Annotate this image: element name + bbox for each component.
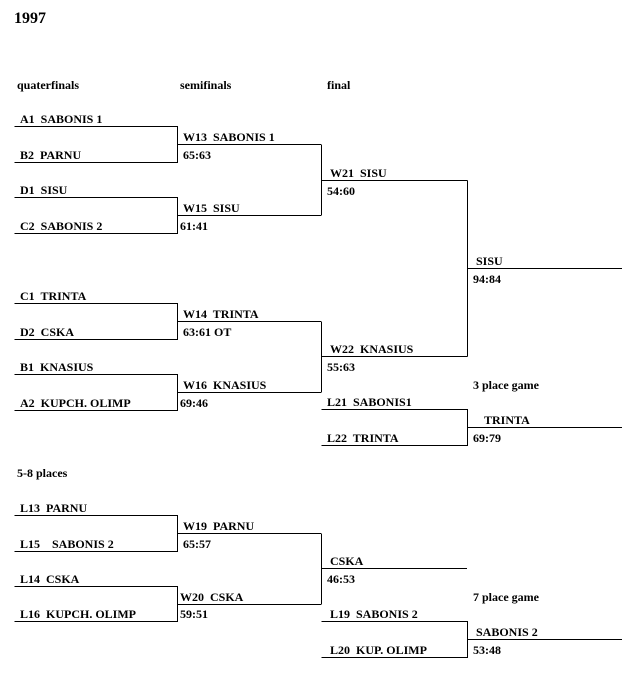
semifinal-w13-team: W13 SABONIS 1	[183, 130, 275, 144]
semifinal-w16-team: W16 KNASIUS	[183, 378, 267, 392]
semifinal-w15-score: 61:41	[180, 219, 208, 233]
header-semifinals: semifinals	[180, 78, 232, 92]
page-title: 1997	[14, 10, 46, 27]
team-d2: D2 CSKA	[20, 325, 75, 339]
places-w19-score: 65:57	[183, 537, 211, 551]
seventh-l20: L20 KUP. OLIMP	[330, 643, 427, 657]
header-seventh-place: 7 place game	[473, 590, 539, 604]
semifinal-w14-team: W14 TRINTA	[183, 307, 259, 321]
team-l13: L13 PARNU	[20, 501, 88, 515]
places-w20-team: W20 CSKA	[180, 590, 244, 604]
places-w19-team: W19 PARNU	[183, 519, 255, 533]
header-third-place: 3 place game	[473, 378, 539, 392]
final-w21-team: W21 SISU	[330, 166, 387, 180]
third-winner-score: 69:79	[473, 431, 501, 445]
final-w21-score: 54:60	[327, 184, 355, 198]
header-quarterfinals: quaterfinals	[17, 78, 80, 92]
team-l14: L14 CSKA	[20, 572, 80, 586]
fifth-place-team: CSKA	[330, 554, 364, 568]
semifinal-w14-score: 63:61 OT	[183, 325, 232, 339]
fifth-place-score: 46:53	[327, 572, 355, 586]
semifinal-w16-score: 69:46	[180, 396, 208, 410]
seventh-winner-score: 53:48	[473, 643, 501, 657]
places-w20-score: 59:51	[180, 607, 208, 621]
team-a1: A1 SABONIS 1	[20, 112, 103, 126]
champion-team: SISU	[476, 254, 503, 268]
final-w22-team: W22 KNASIUS	[330, 342, 414, 356]
final-w22-score: 55:63	[327, 360, 355, 374]
header-places-5-8: 5-8 places	[17, 466, 68, 480]
third-winner-team: TRINTA	[484, 413, 530, 427]
team-l16: L16 KUPCH. OLIMP	[20, 607, 136, 621]
team-d1: D1 SISU	[20, 183, 68, 197]
semifinal-w15-team: W15 SISU	[183, 201, 240, 215]
seventh-l19: L19 SABONIS 2	[330, 607, 418, 621]
team-c2: C2 SABONIS 2	[20, 219, 103, 233]
header-final: final	[327, 78, 351, 92]
team-l15: L15 SABONIS 2	[20, 537, 114, 551]
third-l22: L22 TRINTA	[327, 431, 399, 445]
semifinal-w13-score: 65:63	[183, 148, 211, 162]
third-l21: L21 SABONIS1	[327, 395, 412, 409]
seventh-winner-team: SABONIS 2	[476, 625, 538, 639]
team-a2: A2 KUPCH. OLIMP	[20, 396, 131, 410]
champion-score: 94:84	[473, 272, 501, 286]
team-b1: B1 KNASIUS	[20, 360, 94, 374]
team-b2: B2 PARNU	[20, 148, 82, 162]
team-c1: C1 TRINTA	[20, 289, 87, 303]
